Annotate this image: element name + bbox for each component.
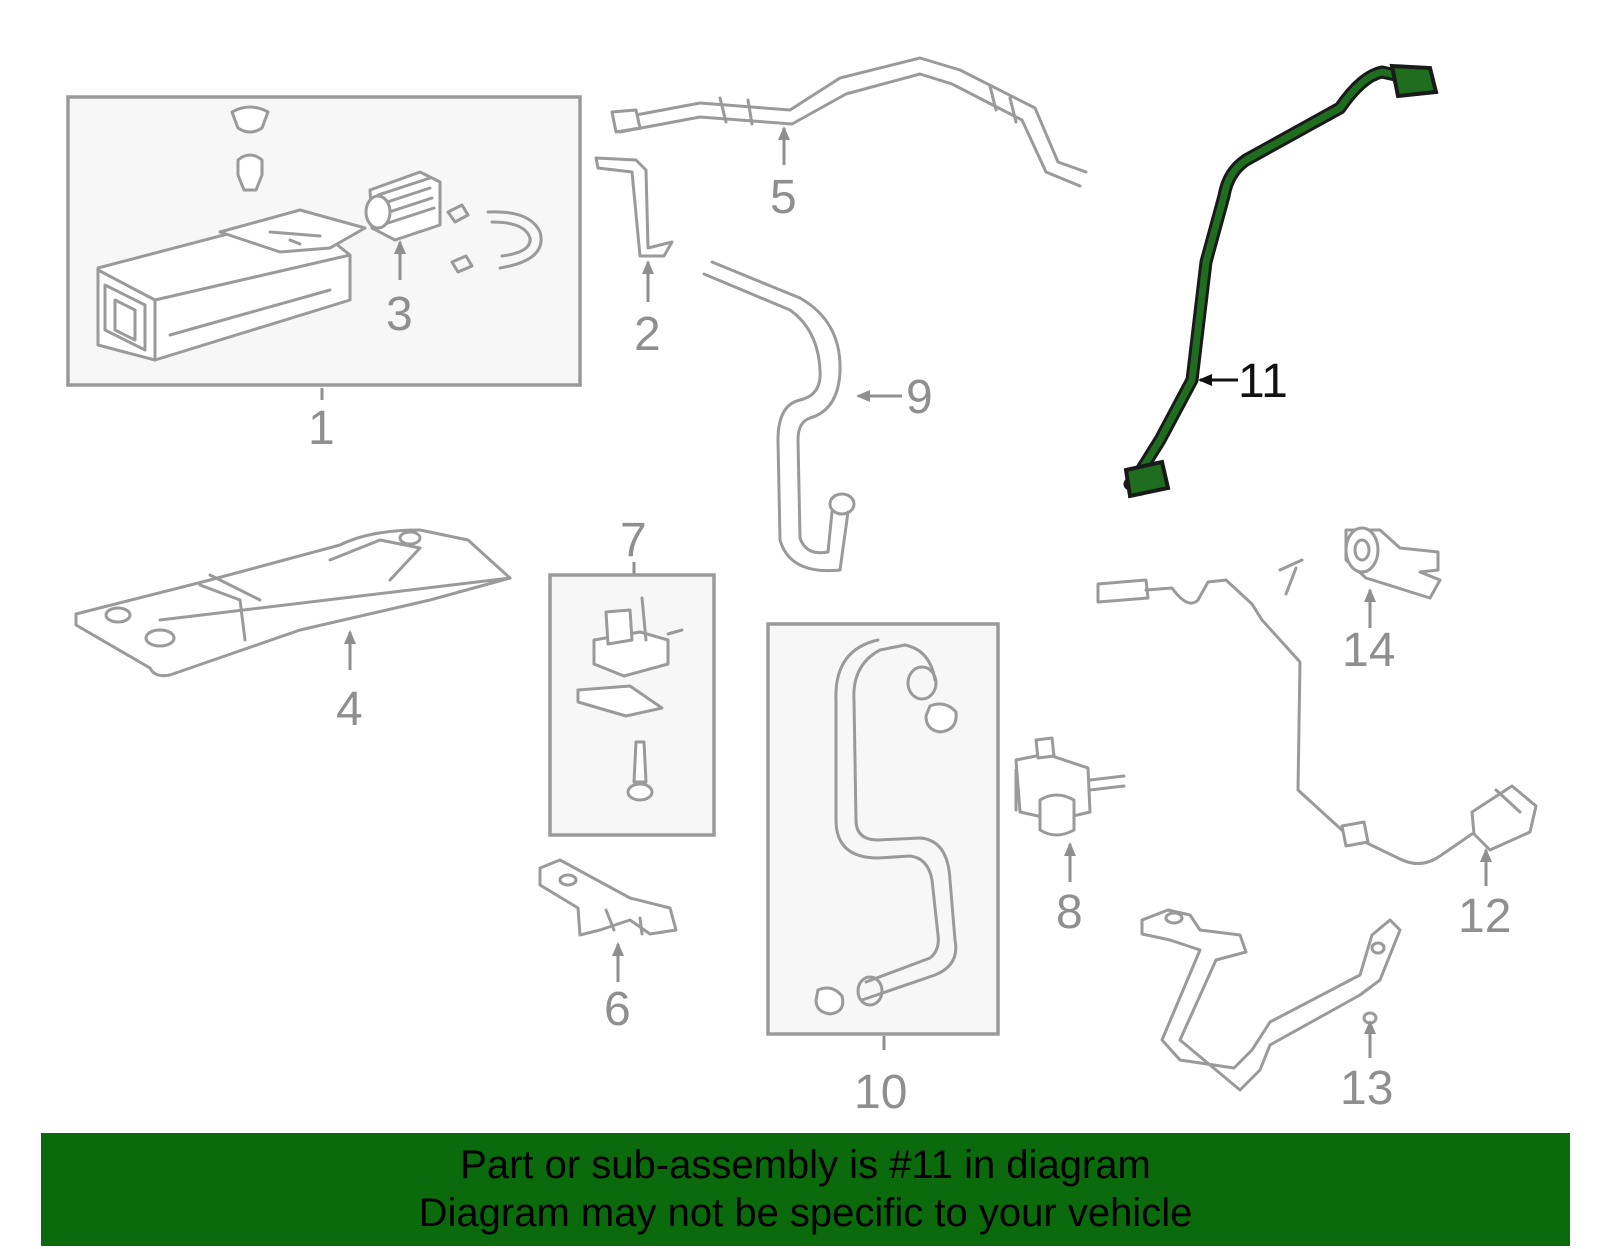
canister-assembly-group [66,95,582,387]
bracket-2 [594,156,674,302]
callout-6: 6 [604,983,631,1036]
callout-7: 7 [620,514,647,567]
callout-2: 2 [634,308,661,361]
hose-kit-group [766,622,1000,1036]
banner-line-2: Diagram may not be specific to your vehi… [418,1191,1193,1235]
callout-3: 3 [386,288,413,341]
callout-12: 12 [1458,890,1511,943]
bracket-6 [538,858,678,982]
callout-1: 1 [308,402,335,455]
part-11-highlighted [1123,63,1439,499]
grommet-top [230,105,270,134]
sensor-12 [1096,558,1538,886]
callout-4: 4 [336,683,363,736]
callout-13: 13 [1340,1062,1393,1115]
grommet-lower [236,153,264,192]
part-11-wire [1126,68,1422,488]
pipe-5 [610,56,1088,188]
banner-line-1: Part or sub-assembly is #11 in diagram [460,1143,1151,1187]
valve-8 [1014,736,1126,882]
callout-9: 9 [906,371,933,424]
hose-9 [702,260,902,573]
part-11-connector-top [1389,63,1439,99]
group-10-box [766,622,1000,1036]
part-11-sensor-tip [1123,459,1171,499]
callout-5: 5 [770,171,797,224]
shield-4 [74,528,512,678]
sensor-14 [1344,526,1442,628]
valve-kit-group [548,573,716,837]
callout-8: 8 [1056,886,1083,939]
info-banner: Part or sub-assembly is #11 in diagram D… [41,1133,1570,1246]
callout-14: 14 [1342,624,1395,677]
callout-11: 11 [1238,355,1288,408]
bracket-13 [1140,908,1402,1092]
callout-10: 10 [854,1066,907,1119]
